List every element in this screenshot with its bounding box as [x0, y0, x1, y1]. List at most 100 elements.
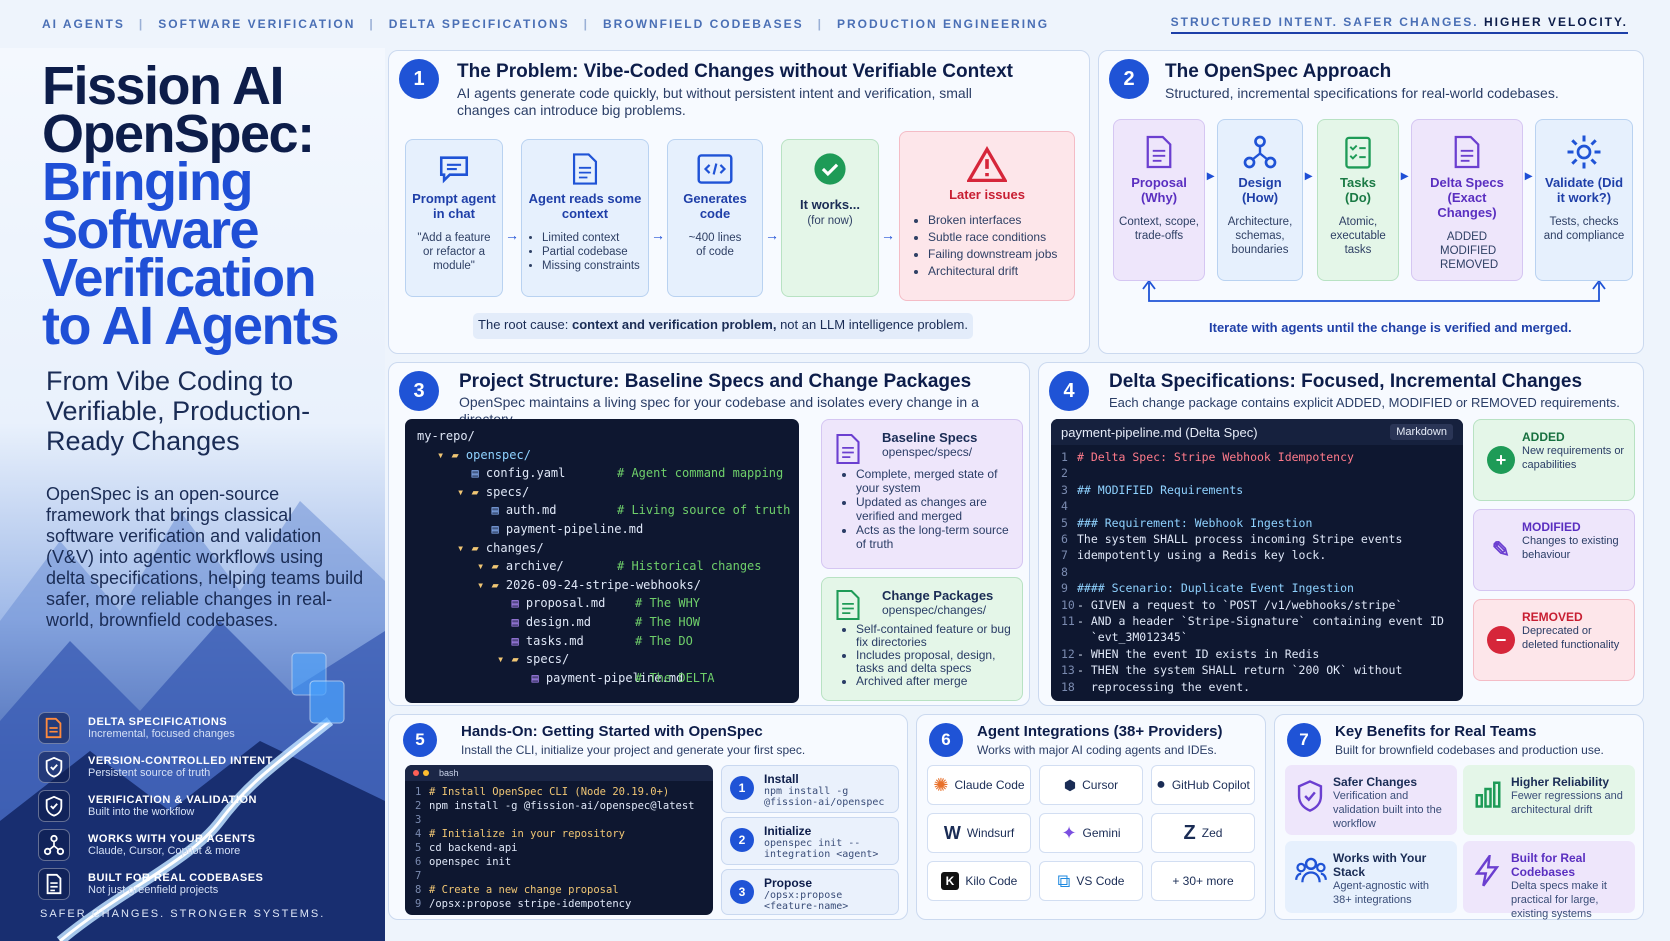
file-icon: ▤	[517, 670, 546, 685]
tree-row[interactable]: ▤ payment-pipeline.md	[477, 521, 644, 536]
hero-footer: SAFER CHANGES. STRONGER SYSTEMS.	[40, 908, 326, 920]
shield-check-icon	[38, 789, 70, 822]
code-line: 10- GIVEN a request to `POST /v1/webhook…	[1061, 597, 1403, 612]
code-line: 4	[1061, 499, 1068, 514]
terminal-line: 7	[415, 870, 422, 882]
tree-row[interactable]: ▤ config.yaml# Agent command mapping	[457, 466, 784, 481]
card-it-works: It works... (for now)	[781, 139, 879, 297]
panel-title: Key Benefits for Real Teams	[1335, 723, 1537, 740]
tree-row[interactable]: ▾ ▰ openspec/	[437, 447, 531, 462]
code-line: 1# Delta Spec: Stripe Webhook Idempotenc…	[1061, 450, 1354, 464]
tree-row[interactable]: ▤ tasks.md# The DO	[497, 633, 693, 648]
cursor-icon: ⬢	[1063, 776, 1077, 793]
panel-title: The Problem: Vibe-Coded Changes without …	[457, 61, 1013, 82]
hero-panel: Fission AI OpenSpec: Bringing Software V…	[0, 48, 385, 941]
network-icon	[1243, 135, 1277, 169]
windsurf-icon: W	[943, 822, 961, 843]
feature-desc: Incremental, focused changes	[88, 727, 235, 740]
tree-row[interactable]: ▤ design.md# The HOW	[497, 614, 701, 629]
panel-subtitle: Works with major AI coding agents and ID…	[977, 743, 1217, 757]
arrow-icon: →	[765, 227, 779, 243]
nav-item[interactable]: AI AGENTS	[42, 17, 125, 31]
folder-icon: ▾ ▰	[457, 484, 486, 499]
claude-icon: ✺	[933, 774, 949, 795]
iterate-loop-arrow	[1142, 281, 1606, 302]
document-icon	[836, 433, 860, 465]
tree-row[interactable]: ▾ ▰ specs/	[457, 484, 530, 499]
folder-icon: ▾ ▰	[437, 447, 466, 462]
provider-vs-code: ⧉VS Code	[1039, 861, 1143, 901]
tree-row[interactable]: ▤ proposal.md# The WHY	[497, 596, 701, 611]
step-propose: 3 Propose /opsx:propose <feature-name>	[721, 869, 899, 915]
feature-desc: Built into the workflow	[88, 805, 195, 818]
provider-gemini: ✦Gemini	[1039, 813, 1143, 853]
gear-icon	[1567, 135, 1601, 169]
tree-row[interactable]: ▾ ▰ 2026-09-24-stripe-webhooks/	[477, 577, 701, 592]
users-icon	[1295, 857, 1327, 883]
terminal-line: 9/opsx:propose stripe-idempotency	[415, 898, 632, 910]
approach-panel: 2 The OpenSpec Approach Structured, incr…	[1098, 50, 1644, 354]
document-icon	[836, 589, 860, 621]
minus-icon: −	[1487, 626, 1515, 654]
tree-row[interactable]: ▾ ▰ specs/	[497, 652, 570, 667]
file-icon: ▤	[497, 596, 526, 611]
bar-chart-icon	[1475, 781, 1501, 808]
step-number: 5	[403, 723, 437, 757]
document-icon	[38, 711, 70, 744]
nav-item[interactable]: DELTA SPECIFICATIONS	[388, 17, 570, 31]
tree-row[interactable]: ▾ ▰ changes/	[457, 540, 544, 555]
shield-icon	[38, 750, 70, 783]
tagline: STRUCTURED INTENT. SAFER CHANGES. HIGHER…	[1170, 15, 1628, 34]
code-line: 5### Requirement: Webhook Ingestion	[1061, 515, 1313, 530]
panel-title: The OpenSpec Approach	[1165, 61, 1392, 82]
topic-nav: AI AGENTS|SOFTWARE VERIFICATION|DELTA SP…	[42, 17, 1049, 31]
card-agent-reads: Agent reads some context Limited context…	[521, 139, 649, 297]
check-circle-icon	[814, 153, 846, 185]
step-number: 1	[399, 59, 439, 99]
benefit-higher-reliability: Higher Reliability Fewer regressions and…	[1463, 765, 1635, 835]
panel-subtitle: Built for brownfield codebases and produ…	[1335, 743, 1604, 757]
nav-item[interactable]: PRODUCTION ENGINEERING	[837, 17, 1050, 31]
code-line: 12- WHEN the event ID exists in Redis	[1061, 646, 1320, 661]
arrow-icon: →	[505, 227, 519, 243]
nav-item[interactable]: SOFTWARE VERIFICATION	[158, 17, 356, 31]
hands-on-panel: 5 Hands-On: Getting Started with OpenSpe…	[388, 714, 908, 920]
tree-row[interactable]: my-repo/	[417, 429, 475, 443]
warning-icon	[966, 146, 1008, 182]
kilo-icon: K	[940, 872, 960, 890]
tree-row[interactable]: ▤ auth.md# Living source of truth	[477, 503, 791, 518]
terminal-line: 1# Install OpenSpec CLI (Node 20.19.0+)	[415, 786, 670, 798]
document-icon	[1454, 135, 1480, 169]
folder-icon: ▾ ▰	[457, 540, 486, 555]
folder-icon: ▾ ▰	[477, 577, 506, 592]
top-bar: AI AGENTS|SOFTWARE VERIFICATION|DELTA SP…	[0, 0, 1670, 48]
step-number: 2	[1109, 59, 1149, 99]
benefits-panel: 7 Key Benefits for Real Teams Built for …	[1274, 714, 1644, 920]
provider-claude-code: ✺Claude Code	[927, 765, 1031, 805]
file-icon: ▤	[477, 503, 506, 518]
file-icon: ▤	[477, 521, 506, 536]
arrow-icon: ▸	[1525, 167, 1533, 183]
nav-separator: |	[817, 17, 824, 31]
repo-tree: my-repo/ ▾ ▰ openspec/ ▤ config.yaml# Age…	[405, 419, 799, 703]
panel-subtitle: Structured, incremental specifications f…	[1165, 85, 1559, 101]
tree-row[interactable]: ▾ ▰ archive/# Historical changes	[477, 559, 762, 574]
benefit-safer-changes: Safer Changes Verification and validatio…	[1285, 765, 1457, 835]
nav-item[interactable]: BROWNFIELD CODEBASES	[602, 17, 804, 31]
card-delta-specs: Delta Specs (Exact Changes) ADDED MODIFI…	[1411, 119, 1523, 281]
step-number: 6	[929, 723, 963, 757]
delta-spec-editor: payment-pipeline.md (Delta Spec) Markdow…	[1051, 419, 1463, 701]
file-icon: ▤	[497, 614, 526, 629]
panel-title: Hands-On: Getting Started with OpenSpec	[461, 723, 763, 740]
arrow-icon: →	[881, 227, 895, 243]
arrow-icon: →	[651, 227, 665, 243]
tree-row[interactable]: ▤ payment-pipeline.md# The DELTA	[517, 670, 715, 685]
added-card: + ADDED New requirements or capabilities	[1473, 419, 1635, 501]
